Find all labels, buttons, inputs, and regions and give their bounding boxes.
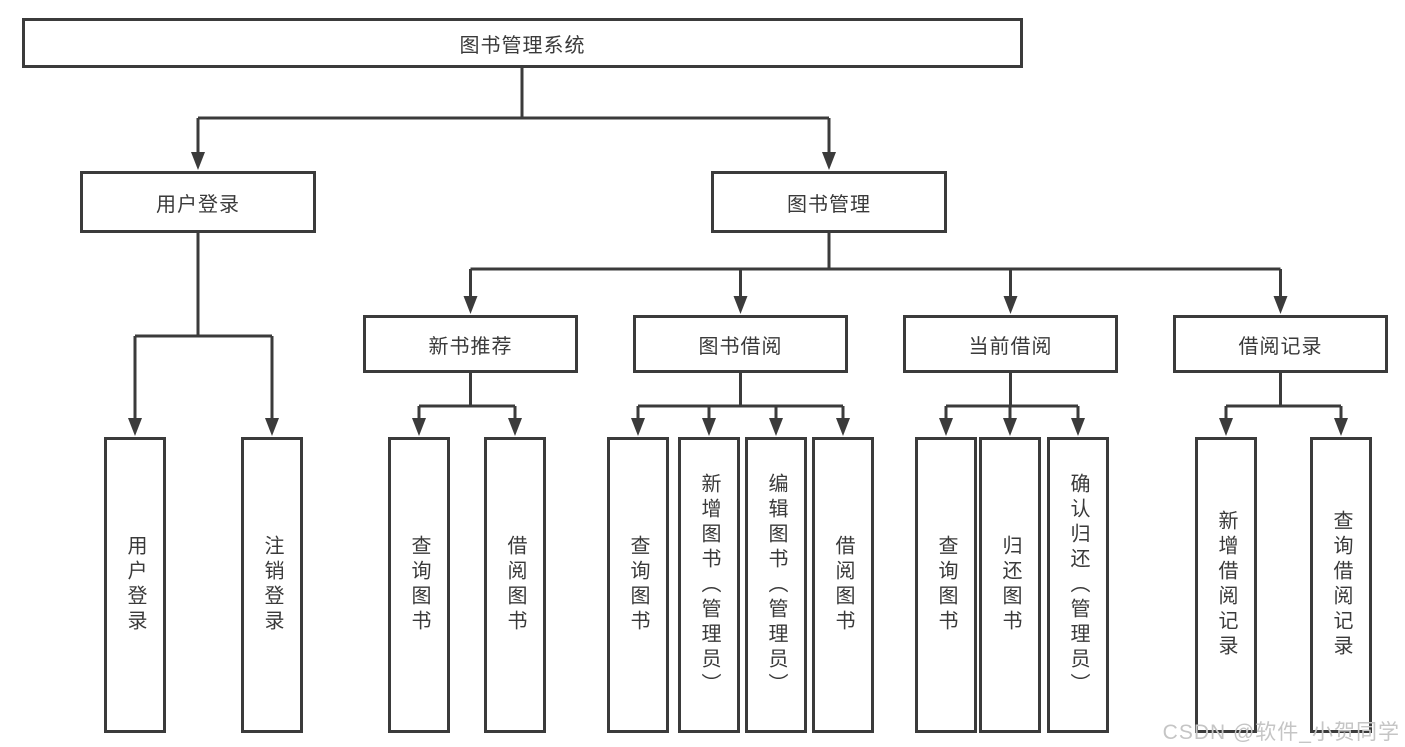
leaf-borrow-books-borrowing: 借阅图书 bbox=[812, 437, 874, 733]
connector-current-branch bbox=[944, 373, 1080, 421]
leaf-confirm-return-admin-label: 确认归还（管理员） bbox=[1067, 472, 1089, 698]
arrowhead-icon bbox=[939, 418, 953, 436]
arrowhead-icon bbox=[631, 418, 645, 436]
node-book-management: 图书管理 bbox=[711, 171, 947, 233]
leaf-add-book-admin-label: 新增图书（管理员） bbox=[698, 472, 720, 698]
leaf-query-books-recommend: 查询图书 bbox=[388, 437, 450, 733]
arrowhead-icon bbox=[463, 296, 478, 314]
node-book-borrowing: 图书借阅 bbox=[633, 315, 848, 373]
arrowhead-icon bbox=[1273, 296, 1288, 314]
connector-book-mgmt-to-level3 bbox=[469, 233, 1282, 300]
leaf-add-borrow-record-label: 新增借阅记录 bbox=[1215, 510, 1237, 660]
node-borrow-records-label: 借阅记录 bbox=[1238, 335, 1323, 358]
leaf-confirm-return-admin: 确认归还（管理员） bbox=[1047, 437, 1109, 733]
arrowhead-icon bbox=[128, 418, 142, 436]
node-new-book-recommend-label: 新书推荐 bbox=[428, 335, 513, 358]
arrowhead-icon bbox=[1003, 296, 1018, 314]
node-library-system: 图书管理系统 bbox=[22, 18, 1023, 68]
arrowhead-icon bbox=[1071, 418, 1085, 436]
node-borrow-records: 借阅记录 bbox=[1173, 315, 1388, 373]
leaf-query-books-borrowing-label: 查询图书 bbox=[627, 535, 649, 635]
leaf-add-borrow-record: 新增借阅记录 bbox=[1195, 437, 1257, 733]
arrowhead-icon bbox=[733, 296, 748, 314]
arrowhead-icon bbox=[508, 418, 522, 436]
node-new-book-recommend: 新书推荐 bbox=[363, 315, 578, 373]
node-user-login: 用户登录 bbox=[80, 171, 316, 233]
node-current-borrowing: 当前借阅 bbox=[903, 315, 1118, 373]
leaf-user-login: 用户登录 bbox=[104, 437, 166, 733]
arrowhead-icon bbox=[822, 152, 836, 170]
arrowhead-icon bbox=[702, 418, 716, 436]
arrowhead-icon bbox=[412, 418, 426, 436]
leaf-edit-book-admin: 编辑图书（管理员） bbox=[745, 437, 807, 733]
leaf-query-books-current: 查询图书 bbox=[915, 437, 977, 733]
connector-user-login-branch bbox=[133, 233, 274, 421]
connector-recommend-branch bbox=[417, 373, 517, 421]
arrowhead-icon bbox=[265, 418, 279, 436]
leaf-borrow-books-recommend: 借阅图书 bbox=[484, 437, 546, 733]
node-library-system-label: 图书管理系统 bbox=[459, 34, 586, 57]
leaf-return-book: 归还图书 bbox=[979, 437, 1041, 733]
connector-records-branch bbox=[1224, 373, 1343, 421]
leaf-return-book-label: 归还图书 bbox=[999, 535, 1021, 635]
leaf-query-books-current-label: 查询图书 bbox=[935, 535, 957, 635]
connector-root-to-level2 bbox=[196, 68, 831, 156]
leaf-borrow-books-borrowing-label: 借阅图书 bbox=[832, 535, 854, 635]
leaf-query-books-recommend-label: 查询图书 bbox=[408, 535, 430, 635]
leaf-logout: 注销登录 bbox=[241, 437, 303, 733]
leaf-query-borrow-record: 查询借阅记录 bbox=[1310, 437, 1372, 733]
leaf-add-book-admin: 新增图书（管理员） bbox=[678, 437, 740, 733]
node-current-borrowing-label: 当前借阅 bbox=[968, 335, 1053, 358]
arrowhead-icon bbox=[191, 152, 205, 170]
leaf-borrow-books-recommend-label: 借阅图书 bbox=[504, 535, 526, 635]
arrowhead-icon bbox=[1003, 418, 1017, 436]
csdn-watermark: CSDN @软件_小贺同学 bbox=[1162, 721, 1400, 744]
node-book-borrowing-label: 图书借阅 bbox=[698, 335, 783, 358]
arrowhead-icon bbox=[769, 418, 783, 436]
leaf-query-books-borrowing: 查询图书 bbox=[607, 437, 669, 733]
arrowhead-icon bbox=[836, 418, 850, 436]
arrowhead-icon bbox=[1334, 418, 1348, 436]
arrowhead-icon bbox=[1219, 418, 1233, 436]
node-user-login-label: 用户登录 bbox=[156, 193, 240, 216]
node-book-management-label: 图书管理 bbox=[787, 193, 871, 216]
connector-borrowing-branch bbox=[636, 373, 845, 421]
leaf-logout-label: 注销登录 bbox=[261, 535, 283, 635]
leaf-user-login-label: 用户登录 bbox=[124, 535, 146, 635]
leaf-edit-book-admin-label: 编辑图书（管理员） bbox=[765, 472, 787, 698]
leaf-query-borrow-record-label: 查询借阅记录 bbox=[1330, 510, 1352, 660]
